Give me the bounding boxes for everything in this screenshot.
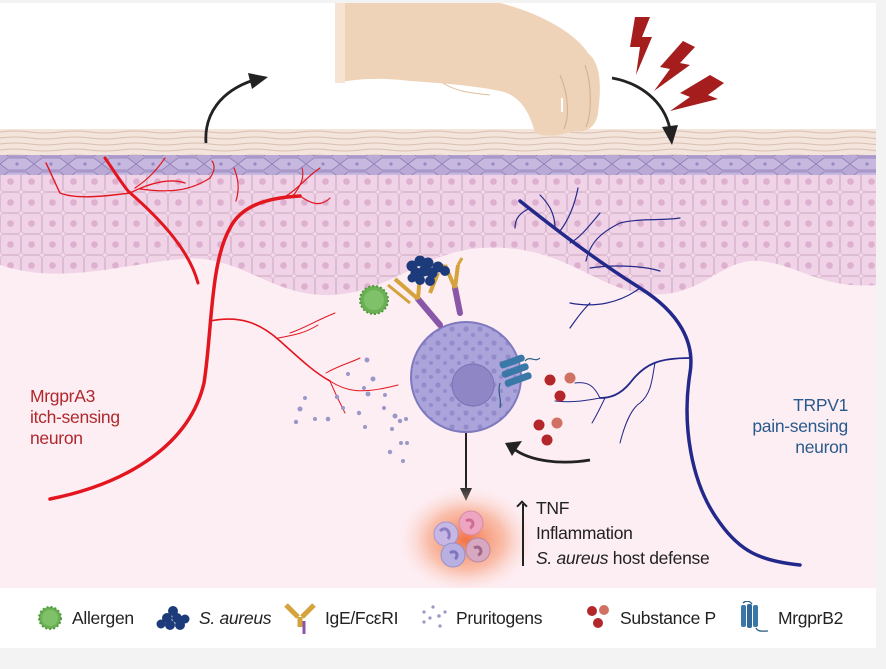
scratch-arrow (204, 73, 268, 144)
pain-neuron (514, 187, 802, 567)
allergen-icon (38, 606, 62, 630)
stratum-corneum (0, 129, 876, 155)
effect-item: S. aureus host defense (536, 548, 710, 568)
itch-neuron-label: MrgprA3 itch-sensing neuron (30, 386, 120, 449)
s-aureus-icon (156, 606, 190, 630)
s-aureus-cluster (406, 255, 450, 286)
legend-label: Substance P (620, 607, 716, 628)
itch-neuron-label-line: itch-sensing (30, 407, 120, 427)
allergen (359, 285, 389, 315)
stratum-spinosum (0, 153, 876, 175)
hand-illustration (335, 3, 600, 136)
pain-neuron-label-line: neuron (795, 437, 848, 457)
legend-label: S. aureus (199, 607, 272, 628)
legend-label: MrgprB2 (778, 607, 844, 628)
epidermis-cell-layer (0, 173, 876, 296)
pain-neuron-label-line: TRPV1 (793, 395, 848, 415)
recruited-immune-cells (396, 485, 536, 588)
mrgprb2-icon (741, 601, 769, 632)
pain-neuron-label: TRPV1 pain-sensing neuron (752, 395, 848, 458)
itch-neuron-label-line: MrgprA3 (30, 386, 96, 406)
effect-item: Inflammation (536, 523, 633, 543)
pain-arrow (611, 76, 678, 145)
legend-label: Allergen (72, 607, 134, 628)
pruritogens (293, 357, 409, 463)
legend-label: Pruritogens (456, 607, 543, 628)
mrgprb2-receptor (498, 354, 541, 409)
substance-p-arrow (505, 441, 591, 464)
legend-item-mrgprb2: MrgprB2 (738, 601, 844, 632)
legend-item-allergen: Allergen (36, 604, 134, 632)
legend-label: IgE/FcεRI (325, 607, 399, 628)
legend-item-s-aureus: S. aureus (155, 604, 272, 632)
mast-cell (410, 321, 522, 433)
pain-stimulus-lightning (630, 17, 724, 111)
pruritogens-icon (422, 605, 447, 628)
legend-item-substance-p: Substance P (586, 604, 716, 632)
legend-item-pruritogens: Pruritogens (420, 604, 543, 632)
diagram-canvas: MrgprA3 itch-sensing neuron TRPV1 pain-s… (0, 3, 876, 588)
effect-item: TNF (536, 498, 570, 518)
substance-p-icon (587, 605, 609, 628)
itch-neuron-label-line: neuron (30, 428, 83, 448)
itch-neuron (45, 156, 399, 501)
increase-arrow-icon (522, 504, 524, 566)
diagram-illustration (0, 3, 876, 588)
legend-item-ige-fceri: IgE/FcεRI (283, 603, 399, 634)
substance-p (533, 372, 576, 446)
effects-list: TNF Inflammation S. aureus host defense (522, 496, 710, 571)
ige-fceri-icon (284, 603, 316, 634)
legend: Allergen S. aureus IgE/FcεRI Pruritogens… (0, 588, 876, 648)
pain-neuron-label-line: pain-sensing (752, 416, 848, 436)
